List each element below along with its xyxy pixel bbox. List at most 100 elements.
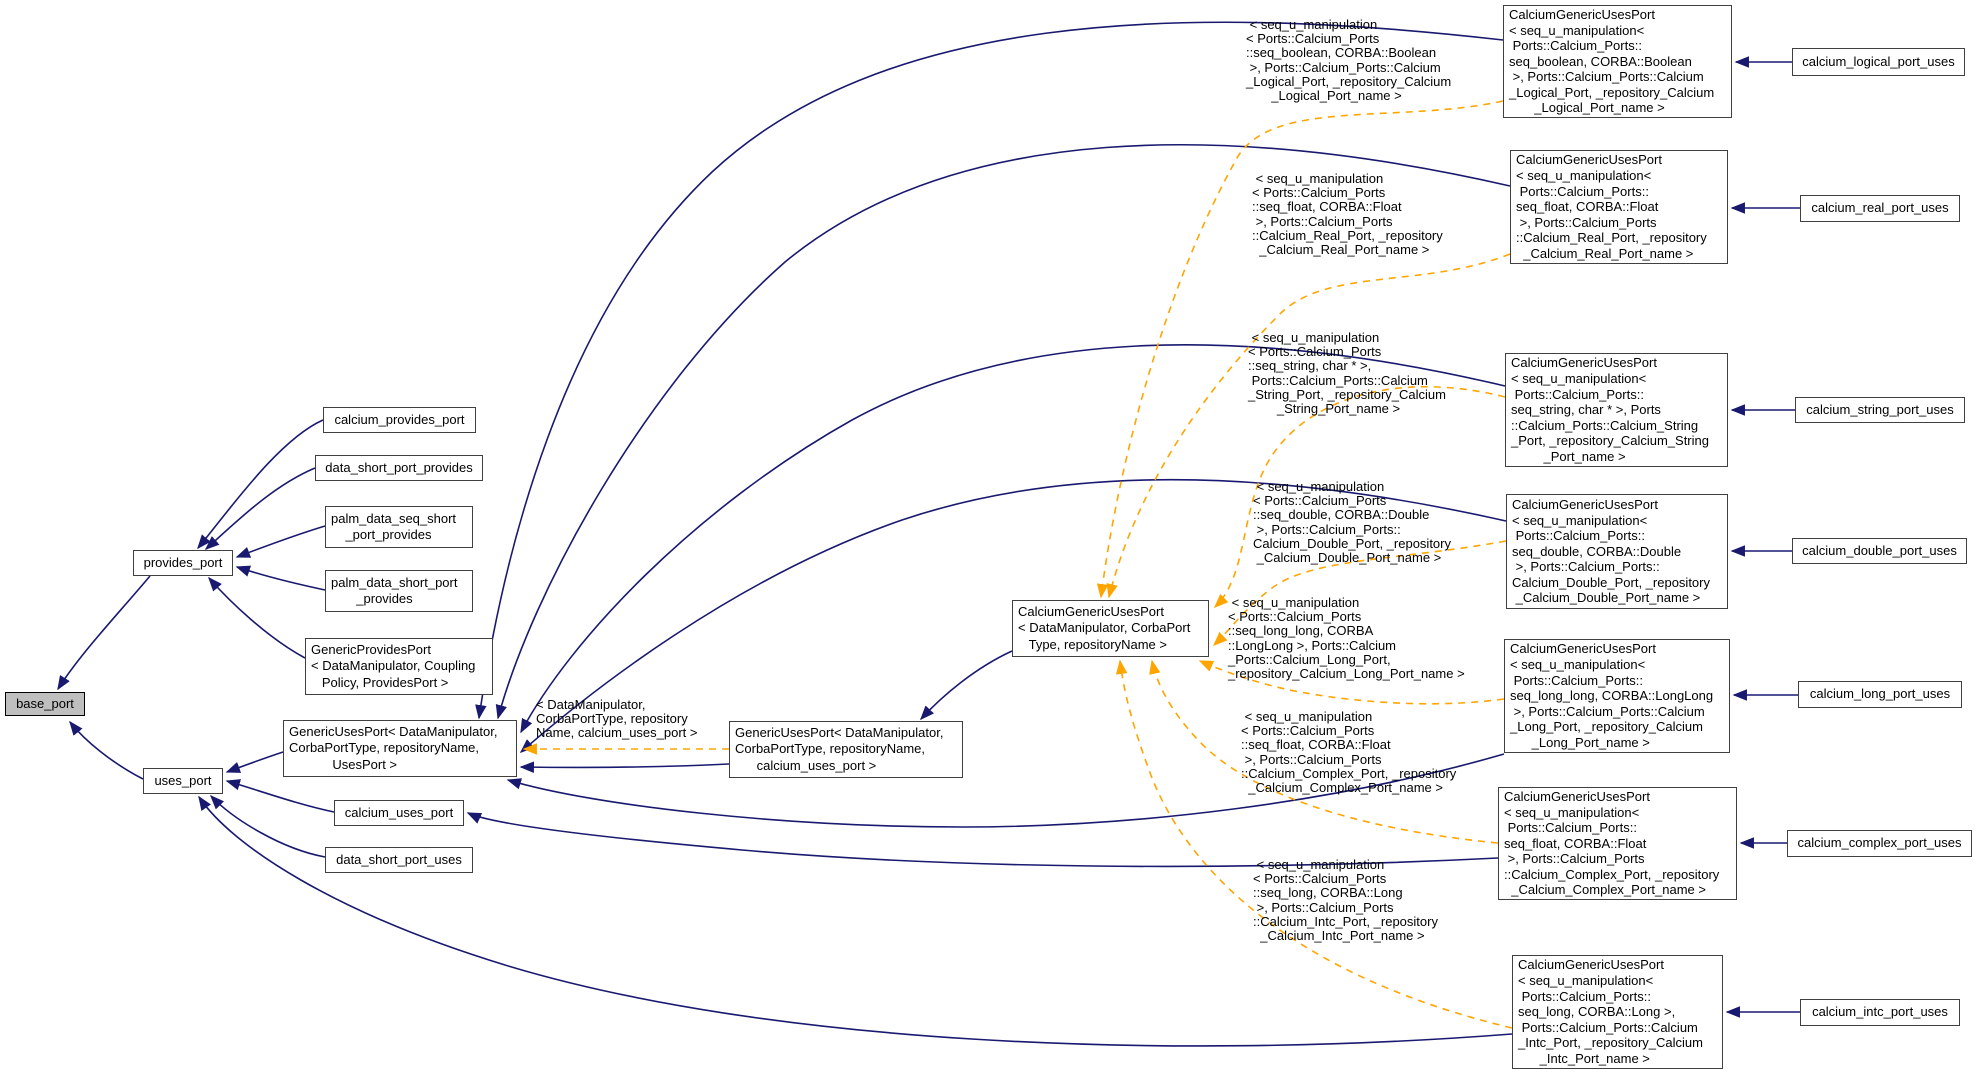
node-uses-port[interactable]: uses_port bbox=[143, 768, 223, 794]
edge-label-inst-complex-line: _Calcium_Complex_Port_name > bbox=[1241, 780, 1443, 796]
node-calcium-intc-port-uses[interactable]: calcium_intc_port_uses bbox=[1800, 999, 1960, 1026]
edge-label-inst-intc-line: >, Ports::Calcium_Ports bbox=[1253, 899, 1394, 915]
node-calcium-generic-uses-port-label-line: < DataManipulator, CorbaPort bbox=[1018, 620, 1191, 636]
node-data-short-port-provides-label-line: data_short_port_provides bbox=[325, 459, 473, 475]
edge-label-inst-string-line: Ports::Calcium_Ports::Calcium bbox=[1248, 372, 1428, 388]
edge-label-inst-logical-line: >, Ports::Calcium_Ports::Calcium bbox=[1246, 59, 1441, 75]
edge-label-inst-complex-line: >, Ports::Calcium_Ports bbox=[1241, 751, 1382, 767]
edge-label-inst-logical-line: ::seq_boolean, CORBA::Boolean bbox=[1246, 45, 1437, 61]
node-spec-intc-label-line: seq_long, CORBA::Long >, bbox=[1518, 1004, 1676, 1020]
node-spec-long-label-line: < seq_u_manipulation< bbox=[1510, 657, 1646, 673]
node-spec-string-label-line: seq_string, char * >, Ports bbox=[1511, 402, 1661, 418]
node-calcium-long-port-uses-label-line: calcium_long_port_uses bbox=[1809, 686, 1951, 702]
node-calcium-provides-port[interactable]: calcium_provides_port bbox=[323, 407, 476, 433]
node-calcium-intc-port-uses-label-line: calcium_intc_port_uses bbox=[1812, 1004, 1948, 1020]
tmpl-spec-intc-to-calcium-generic bbox=[1115, 659, 1513, 1029]
node-spec-complex-label-line: < seq_u_manipulation< bbox=[1504, 804, 1640, 820]
edge-calcium-generic-to-generic-uses-calcium bbox=[920, 650, 1013, 721]
edge-generic-uses-port-to-uses-port bbox=[225, 751, 284, 773]
node-spec-complex-label-line: seq_float, CORBA::Float bbox=[1504, 835, 1647, 851]
node-spec-logical-label-line: seq_boolean, CORBA::Boolean bbox=[1509, 53, 1692, 69]
node-spec-logical-label-line: _Logical_Port, _repository_Calcium bbox=[1509, 84, 1715, 100]
node-spec-double[interactable]: CalciumGenericUsesPort< seq_u_manipulati… bbox=[1506, 494, 1728, 609]
edge-label-inst-intc: < seq_u_manipulation< Ports::Calcium_Por… bbox=[1253, 857, 1469, 943]
node-provides-port-label-line: provides_port bbox=[143, 554, 223, 570]
edge-label-inst-intc-line: < seq_u_manipulation bbox=[1253, 857, 1385, 872]
node-spec-intc[interactable]: CalciumGenericUsesPort< seq_u_manipulati… bbox=[1512, 955, 1723, 1069]
node-spec-logical-label-line: _Logical_Port_name > bbox=[1509, 100, 1665, 116]
node-spec-real-label-line: ::Calcium_Real_Port, _repository bbox=[1516, 230, 1707, 246]
edge-label-inst-complex-line: < seq_u_manipulation bbox=[1241, 709, 1373, 724]
node-generic-uses-port-usesport-label-line: UsesPort > bbox=[289, 756, 398, 772]
node-spec-double-label-line: < seq_u_manipulation< bbox=[1512, 512, 1648, 528]
node-generic-provides-port-label-line: GenericProvidesPort bbox=[311, 641, 431, 657]
node-calcium-generic-uses-port-label-line: CalciumGenericUsesPort bbox=[1018, 603, 1164, 619]
node-spec-intc-label-line: < seq_u_manipulation< bbox=[1518, 973, 1654, 989]
edge-label-inst-double-line: _Calcium_Double_Port_name > bbox=[1253, 550, 1442, 566]
node-spec-string-label-line: < seq_u_manipulation< bbox=[1511, 371, 1647, 387]
node-data-short-port-uses[interactable]: data_short_port_uses bbox=[325, 847, 473, 873]
node-spec-real-label-line: _Calcium_Real_Port_name > bbox=[1516, 245, 1694, 261]
node-generic-uses-port-calcium[interactable]: GenericUsesPort< DataManipulator,CorbaPo… bbox=[729, 721, 963, 778]
edge-label-inst-logical-line: _Logical_Port, _repository_Calcium bbox=[1246, 73, 1452, 89]
node-spec-logical[interactable]: CalciumGenericUsesPort< seq_u_manipulati… bbox=[1503, 5, 1732, 118]
node-spec-complex[interactable]: CalciumGenericUsesPort< seq_u_manipulati… bbox=[1498, 787, 1737, 900]
node-spec-real-label-line: seq_float, CORBA::Float bbox=[1516, 199, 1659, 215]
node-spec-real[interactable]: CalciumGenericUsesPort< seq_u_manipulati… bbox=[1510, 150, 1728, 264]
edge-label-inst-long-line: < Ports::Calcium_Ports bbox=[1228, 609, 1362, 625]
node-calcium-long-port-uses[interactable]: calcium_long_port_uses bbox=[1798, 681, 1962, 708]
edge-label-inst-intc-line: < Ports::Calcium_Ports bbox=[1253, 871, 1387, 887]
node-palm-data-seq-short-port-provides-label-line: palm_data_seq_short bbox=[331, 510, 457, 526]
edge-calcium-uses-port-to-uses-port bbox=[225, 779, 335, 813]
edge-label-inst-intc-line: ::Calcium_Intc_Port, _repository bbox=[1253, 913, 1438, 929]
edge-palm-data-short-to-provides-port bbox=[235, 565, 326, 591]
edge-label-inst-real-line: >, Ports::Calcium_Ports bbox=[1252, 213, 1393, 229]
edge-label-inst-intc-line: ::seq_long, CORBA::Long bbox=[1253, 885, 1403, 901]
edge-label-inst-long-line: ::LongLong >, Ports::Calcium bbox=[1228, 637, 1397, 653]
edge-label-inst-logical-line: < seq_u_manipulation bbox=[1246, 17, 1378, 32]
edge-label-inst-logical: < seq_u_manipulation< Ports::Calcium_Por… bbox=[1246, 17, 1484, 103]
node-spec-complex-label-line: >, Ports::Calcium_Ports bbox=[1504, 851, 1645, 867]
edge-label-inst-real-line: ::seq_float, CORBA::Float bbox=[1252, 199, 1402, 215]
node-palm-data-short-port-provides[interactable]: palm_data_short_port _provides bbox=[325, 570, 473, 612]
node-palm-data-seq-short-port-provides-label-line: _port_provides bbox=[331, 527, 432, 542]
node-generic-provides-port-label-line: < DataManipulator, Coupling bbox=[311, 658, 476, 674]
node-generic-uses-port-calcium-label-line: GenericUsesPort< DataManipulator, bbox=[735, 724, 944, 740]
node-spec-intc-label-line: _Intc_Port, _repository_Calcium bbox=[1518, 1035, 1703, 1051]
node-spec-long[interactable]: CalciumGenericUsesPort< seq_u_manipulati… bbox=[1504, 639, 1730, 753]
edge-label-inst-long-line: _Ports::Calcium_Long_Port, bbox=[1228, 651, 1391, 667]
edge-spec-real-to-generic-uses bbox=[495, 144, 1511, 720]
node-calcium-real-port-uses[interactable]: calcium_real_port_uses bbox=[1800, 195, 1960, 222]
edge-label-inst-long-line: _repository_Calcium_Long_Port_name > bbox=[1228, 666, 1465, 682]
node-generic-uses-port-usesport[interactable]: GenericUsesPort< DataManipulator,CorbaPo… bbox=[283, 720, 517, 777]
node-data-short-port-uses-label-line: data_short_port_uses bbox=[336, 851, 462, 867]
node-base-port: base_port bbox=[5, 692, 85, 716]
edge-spec-double-to-generic-uses bbox=[519, 478, 1507, 753]
node-uses-port-label-line: uses_port bbox=[154, 772, 212, 788]
edge-uses-port-to-base-port bbox=[69, 720, 144, 780]
edge-label-inst-double-line: >, Ports::Calcium_Ports:: bbox=[1253, 521, 1401, 537]
node-calcium-uses-port[interactable]: calcium_uses_port bbox=[334, 800, 464, 826]
edge-label-inst-real-line: < seq_u_manipulation bbox=[1252, 171, 1384, 186]
edge-label-inst-generic-line: CorbaPortType, repository bbox=[536, 711, 688, 727]
node-calcium-complex-port-uses[interactable]: calcium_complex_port_uses bbox=[1787, 830, 1972, 857]
node-calcium-generic-uses-port[interactable]: CalciumGenericUsesPort< DataManipulator,… bbox=[1012, 600, 1209, 657]
node-spec-logical-label-line: < seq_u_manipulation< bbox=[1509, 22, 1645, 38]
node-data-short-port-provides[interactable]: data_short_port_provides bbox=[315, 455, 483, 481]
node-calcium-logical-port-uses-label-line: calcium_logical_port_uses bbox=[1802, 53, 1955, 69]
edge-label-inst-long: < seq_u_manipulation< Ports::Calcium_Por… bbox=[1228, 595, 1476, 682]
edge-label-inst-double: < seq_u_manipulation< Ports::Calcium_Por… bbox=[1253, 479, 1475, 566]
node-spec-string[interactable]: CalciumGenericUsesPort< seq_u_manipulati… bbox=[1505, 353, 1728, 467]
edge-label-inst-complex-line: < Ports::Calcium_Ports bbox=[1241, 723, 1375, 739]
node-palm-data-seq-short-port-provides[interactable]: palm_data_seq_short _port_provides bbox=[325, 506, 473, 548]
node-calcium-double-port-uses[interactable]: calcium_double_port_uses bbox=[1792, 538, 1967, 564]
node-provides-port[interactable]: provides_port bbox=[133, 550, 233, 576]
node-calcium-complex-port-uses-label-line: calcium_complex_port_uses bbox=[1797, 835, 1962, 851]
node-calcium-string-port-uses[interactable]: calcium_string_port_uses bbox=[1795, 397, 1965, 423]
node-spec-double-label-line: seq_double, CORBA::Double bbox=[1512, 543, 1682, 559]
node-calcium-provides-port-label-line: calcium_provides_port bbox=[334, 411, 465, 427]
node-generic-provides-port[interactable]: GenericProvidesPort< DataManipulator, Co… bbox=[305, 638, 493, 695]
edge-provides-port-to-base-port bbox=[57, 575, 151, 691]
edge-spec-logical-to-generic-uses bbox=[475, 21, 1504, 720]
node-calcium-logical-port-uses[interactable]: calcium_logical_port_uses bbox=[1792, 48, 1965, 76]
